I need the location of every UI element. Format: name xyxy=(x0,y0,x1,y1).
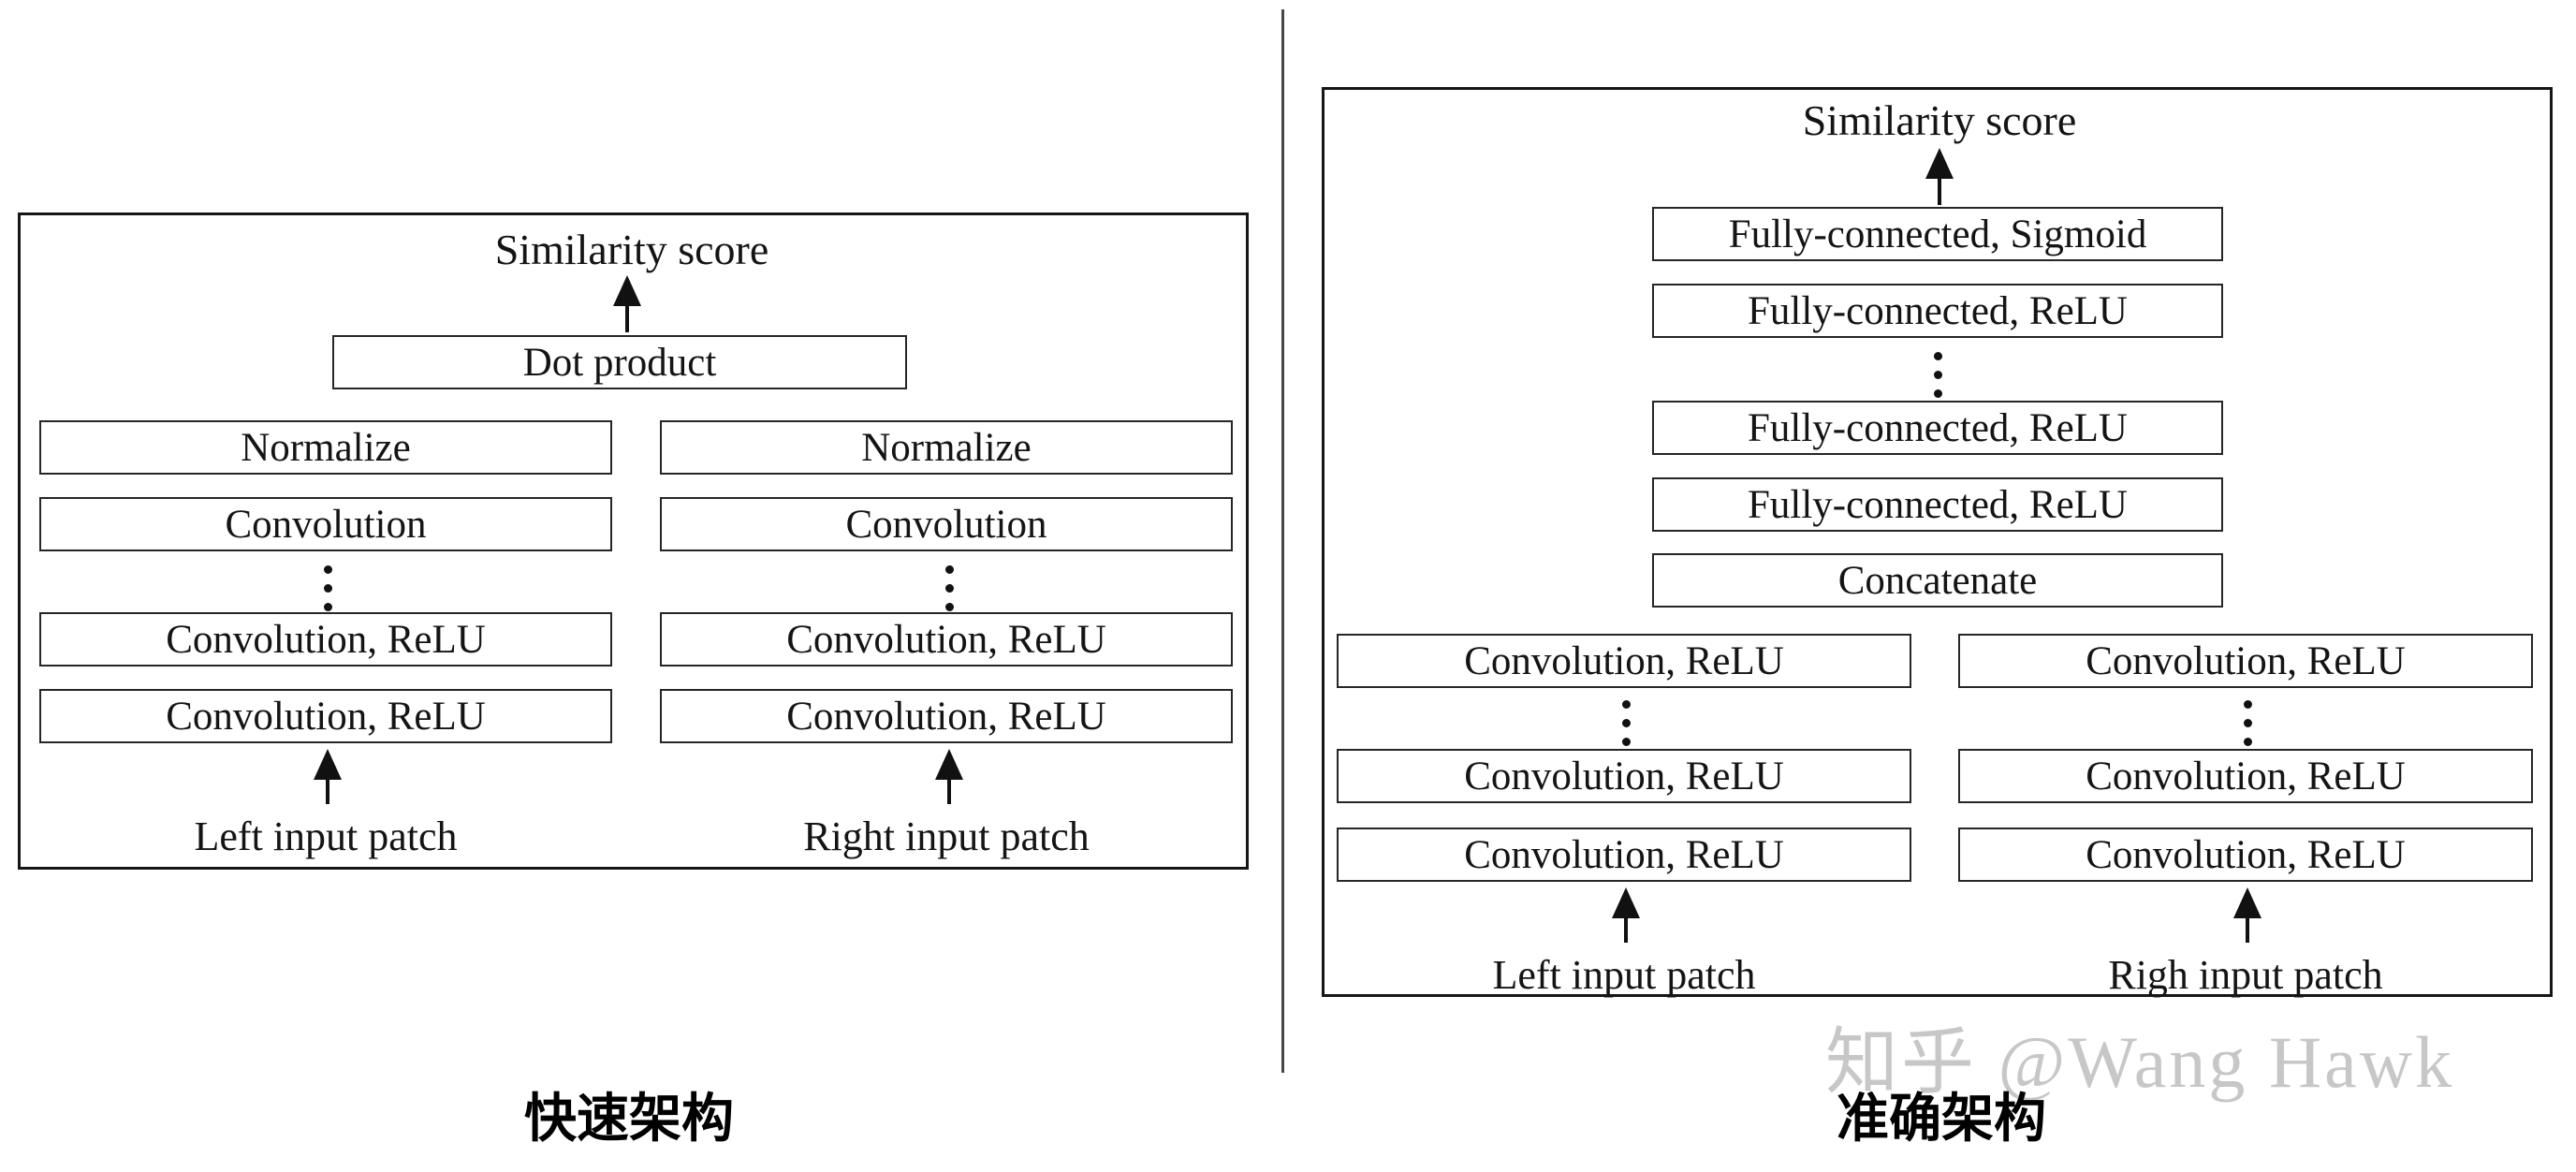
fast-architecture-caption: 快速架构 xyxy=(524,1089,734,1150)
fast-right-input-patch-label: Right input patch xyxy=(803,813,1090,859)
panel-divider-line xyxy=(1281,9,1284,1073)
accurate-left-conv-relu-box: Convolution, ReLU xyxy=(1337,828,1911,882)
accurate-left-conv-relu-box: Convolution, ReLU xyxy=(1337,634,1911,688)
arrow-up-icon xyxy=(1924,148,1955,205)
zhihu-watermark: 知乎 @Wang Hawk xyxy=(1825,1021,2455,1103)
accurate-left-input-patch-label: Left input patch xyxy=(1492,952,1756,998)
arrow-head xyxy=(935,749,963,780)
arrow-head xyxy=(613,275,641,306)
fast-architecture-panel: Similarity score Dot product Normalize C… xyxy=(18,212,1249,870)
fast-left-conv-relu-box: Convolution, ReLU xyxy=(39,689,612,743)
fast-right-conv-relu-box: Convolution, ReLU xyxy=(660,612,1233,667)
vertical-ellipsis-icon xyxy=(1621,700,1631,746)
fast-right-conv-relu-box: Convolution, ReLU xyxy=(660,689,1233,743)
arrow-stem xyxy=(326,780,329,804)
accurate-left-conv-relu-box: Convolution, ReLU xyxy=(1337,749,1911,803)
accurate-fc-sigmoid-box: Fully-connected, Sigmoid xyxy=(1652,207,2223,261)
arrow-stem xyxy=(1624,918,1628,943)
fast-left-normalize-box: Normalize xyxy=(39,420,612,475)
accurate-fc-relu-box: Fully-connected, ReLU xyxy=(1652,284,2223,338)
accurate-architecture-caption: 准确架构 xyxy=(1837,1089,2046,1150)
accurate-fc-relu-box: Fully-connected, ReLU xyxy=(1652,477,2223,532)
arrow-up-icon xyxy=(2232,887,2263,943)
arrow-up-icon xyxy=(1610,887,1642,943)
accurate-right-conv-relu-box: Convolution, ReLU xyxy=(1958,828,2533,882)
accurate-similarity-score-label: Similarity score xyxy=(1802,96,2077,144)
arrow-up-icon xyxy=(933,749,965,804)
arrow-up-icon xyxy=(312,749,344,804)
arrow-stem xyxy=(1938,179,1941,205)
vertical-ellipsis-icon xyxy=(1933,352,1942,398)
arrow-head xyxy=(314,749,342,780)
arrow-stem xyxy=(947,780,951,804)
accurate-right-conv-relu-box: Convolution, ReLU xyxy=(1958,749,2533,803)
vertical-ellipsis-icon xyxy=(944,565,954,611)
fast-left-conv-relu-box: Convolution, ReLU xyxy=(39,612,612,667)
arrow-head xyxy=(1925,148,1954,179)
fast-left-input-patch-label: Left input patch xyxy=(194,813,458,859)
fast-right-normalize-box: Normalize xyxy=(660,420,1233,475)
arrow-head xyxy=(2233,887,2261,918)
arrow-stem xyxy=(625,306,629,332)
accurate-right-conv-relu-box: Convolution, ReLU xyxy=(1958,634,2533,688)
accurate-fc-relu-box: Fully-connected, ReLU xyxy=(1652,401,2223,455)
arrow-up-icon xyxy=(611,275,643,332)
vertical-ellipsis-icon xyxy=(323,565,332,611)
fast-similarity-score-label: Similarity score xyxy=(494,226,769,273)
accurate-concatenate-box: Concatenate xyxy=(1652,553,2223,608)
fast-left-convolution-box: Convolution xyxy=(39,497,612,551)
accurate-right-input-patch-label: Righ input patch xyxy=(2108,952,2383,998)
fast-right-convolution-box: Convolution xyxy=(660,497,1233,551)
arrow-head xyxy=(1612,887,1640,918)
fast-dot-product-box: Dot product xyxy=(332,335,907,389)
arrow-stem xyxy=(2246,918,2249,943)
accurate-architecture-panel: Similarity score Fully-connected, Sigmoi… xyxy=(1322,87,2553,998)
vertical-ellipsis-icon xyxy=(2243,700,2252,746)
